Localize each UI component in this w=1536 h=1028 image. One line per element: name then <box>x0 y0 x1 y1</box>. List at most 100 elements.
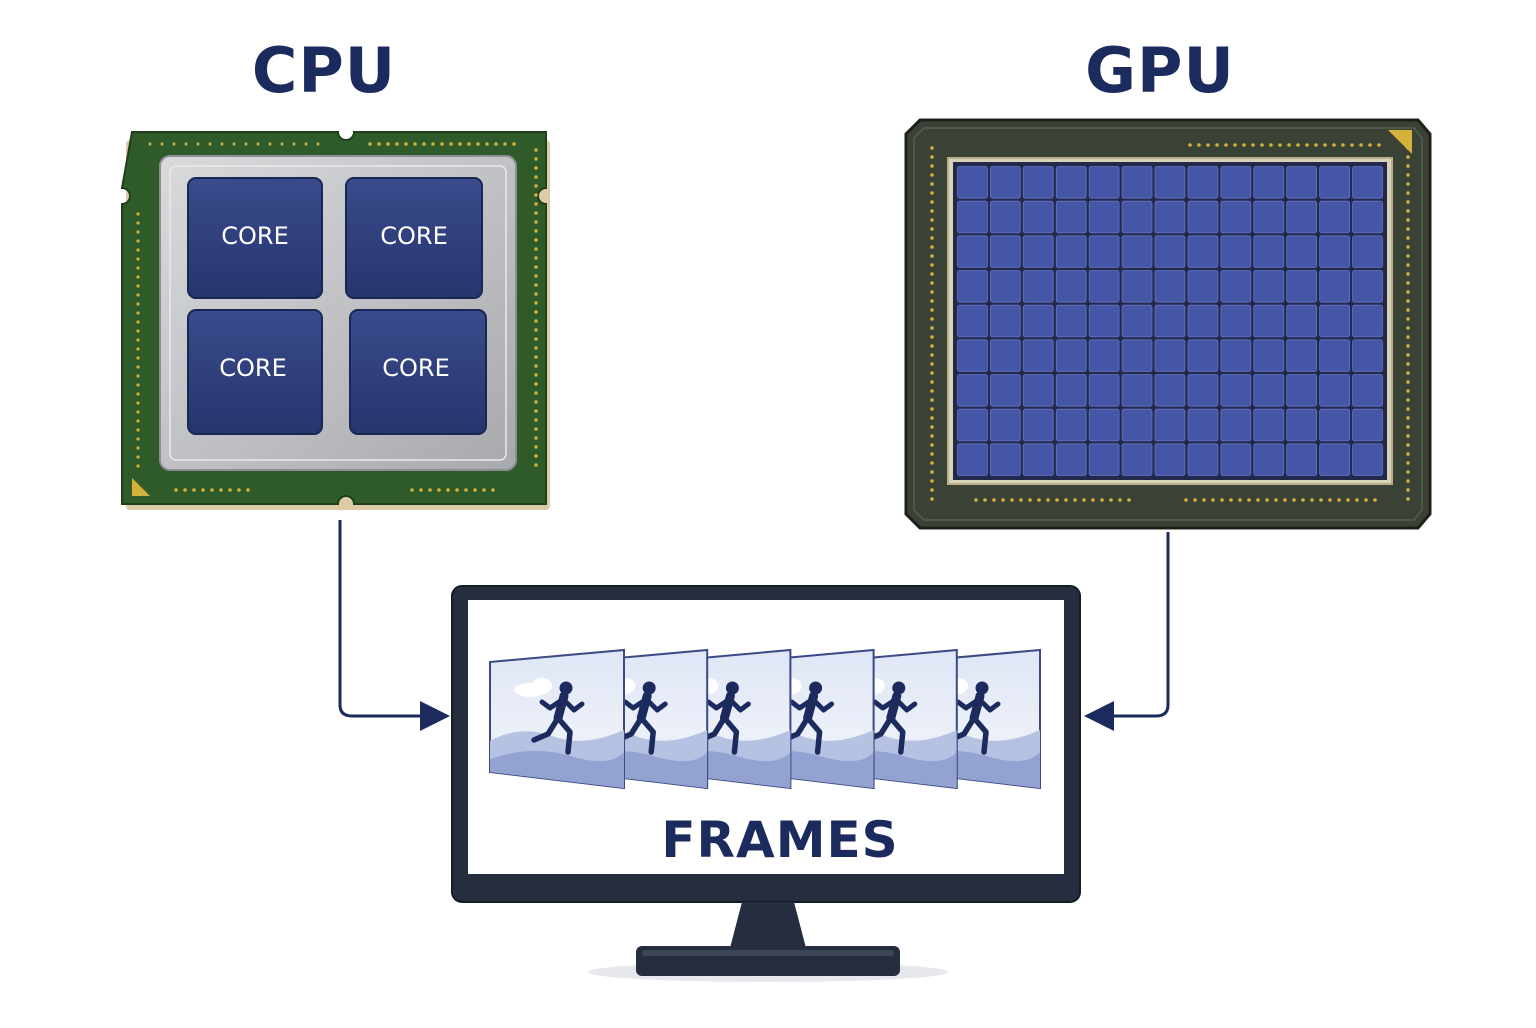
cpu-contact-dot <box>136 410 140 414</box>
cpu-orientation-mark <box>132 478 150 496</box>
gpu-core-cell <box>1319 339 1350 372</box>
gpu-contact-dot <box>1364 498 1368 502</box>
cpu-contact-dot <box>534 175 538 179</box>
gpu-contact-dot <box>930 299 934 303</box>
gpu-core-cell <box>1154 443 1186 476</box>
gpu-core-cell <box>957 200 988 234</box>
gpu-core-cell <box>1121 408 1153 442</box>
gpu-contact-dot <box>1337 498 1341 502</box>
gpu-contact-dot <box>1269 143 1273 147</box>
gpu-contact-dot <box>1406 497 1410 501</box>
cpu-contact-dot <box>228 488 232 492</box>
gpu-core-cell <box>1088 443 1120 476</box>
gpu-contact-dot <box>1211 498 1215 502</box>
gpu-core-cell <box>1319 304 1350 338</box>
gpu-core-cell <box>1286 304 1317 338</box>
cpu-title: CPU <box>251 34 397 107</box>
gpu-contact-dot <box>1064 498 1068 502</box>
gpu-contact-dot <box>1215 143 1219 147</box>
cpu-contact-dot <box>136 338 140 342</box>
cpu-contact-dot <box>440 142 444 146</box>
gpu-contact-dot <box>983 498 987 502</box>
gpu-contact-dot <box>1118 498 1122 502</box>
gpu-contact-dot <box>930 245 934 249</box>
cpu-contact-dot <box>446 488 450 492</box>
gpu-contact-dot <box>930 290 934 294</box>
gpu-core-cell <box>1088 339 1120 372</box>
cpu-contact-dot <box>534 364 538 368</box>
gpu-contact-dot <box>1406 335 1410 339</box>
cpu-contact-dot <box>304 142 308 146</box>
cpu-contact-dot <box>136 230 140 234</box>
gpu-core-cell <box>1055 235 1087 268</box>
cpu-contact-dot <box>534 319 538 323</box>
gpu-core-cell <box>957 374 988 407</box>
gpu-core-cell <box>1286 270 1317 303</box>
gpu-contact-dot <box>1406 272 1410 276</box>
cpu-contact-dot <box>491 488 495 492</box>
cpu-contact-dot <box>136 356 140 360</box>
gpu-core-cell <box>990 166 1021 199</box>
cpu-contact-dot <box>534 238 538 242</box>
gpu-contact-dot <box>1301 498 1305 502</box>
cpu-contact-dot <box>220 142 224 146</box>
gpu-core-cell <box>1253 304 1285 338</box>
gpu-contact-dot <box>1406 263 1410 267</box>
gpu-core-cell <box>1352 304 1383 338</box>
cpu-contact-dot <box>136 275 140 279</box>
gpu-contact-dot <box>1019 498 1023 502</box>
cpu-contact-dot <box>136 221 140 225</box>
gpu-core-cell <box>1055 339 1087 372</box>
gpu-core-cell <box>1253 408 1285 442</box>
cpu-contact-dot <box>534 202 538 206</box>
gpu-contact-dot <box>1278 143 1282 147</box>
gpu-contact-dot <box>1091 498 1095 502</box>
gpu-core-cell <box>1319 200 1350 234</box>
gpu-core-cell <box>1055 200 1087 234</box>
cpu-contact-dot <box>136 428 140 432</box>
frames-label: FRAMES <box>661 811 898 869</box>
gpu-core-cell <box>990 443 1021 476</box>
gpu-contact-dot <box>1055 498 1059 502</box>
cpu-contact-dot <box>534 337 538 341</box>
gpu-core-cell <box>1220 408 1252 442</box>
gpu-contact-dot <box>930 164 934 168</box>
cpu-contact-dot <box>534 229 538 233</box>
cpu-contact-dot <box>386 142 390 146</box>
gpu-core-cell <box>1220 235 1252 268</box>
cpu-cores: CORE CORE CORE CORE <box>187 177 487 435</box>
cpu-contact-dot <box>534 445 538 449</box>
gpu-contact-dot <box>1292 498 1296 502</box>
cpu-contact-dot <box>210 488 214 492</box>
gpu-core-cell <box>1022 166 1054 199</box>
gpu-core-cell <box>1319 408 1350 442</box>
cpu-contact-dot <box>534 463 538 467</box>
gpu-core-cell <box>1253 443 1285 476</box>
gpu-to-monitor-arrow <box>1084 532 1170 731</box>
gpu-core-cell <box>1352 166 1383 199</box>
gpu-core-cell <box>990 235 1021 268</box>
gpu-contact-dot <box>1406 317 1410 321</box>
cpu-contact-dot <box>534 409 538 413</box>
gpu-contact-dot <box>930 317 934 321</box>
cpu-contact-dot <box>172 142 176 146</box>
gpu-contact-dot <box>930 344 934 348</box>
cpu-contact-dot <box>534 418 538 422</box>
gpu-contact-dot <box>1109 498 1113 502</box>
gpu-contact-dot <box>1373 498 1377 502</box>
gpu-core-cell <box>1286 443 1317 476</box>
gpu-contact-dot <box>1406 380 1410 384</box>
gpu-contact-dot <box>1406 461 1410 465</box>
gpu-contact-dot <box>1256 498 1260 502</box>
gpu-contact-dot <box>930 155 934 159</box>
gpu-contact-dot <box>1406 470 1410 474</box>
cpu-contact-dot <box>413 142 417 146</box>
gpu-core-cell <box>1154 200 1186 234</box>
cpu-contact-dot <box>136 212 140 216</box>
gpu-core-cell <box>1121 339 1153 372</box>
cpu-contact-dot <box>268 142 272 146</box>
gpu-core-cell <box>1022 235 1054 268</box>
gpu-chip <box>904 118 1432 530</box>
gpu-core-cell <box>957 443 988 476</box>
gpu-contact-dot <box>1283 498 1287 502</box>
